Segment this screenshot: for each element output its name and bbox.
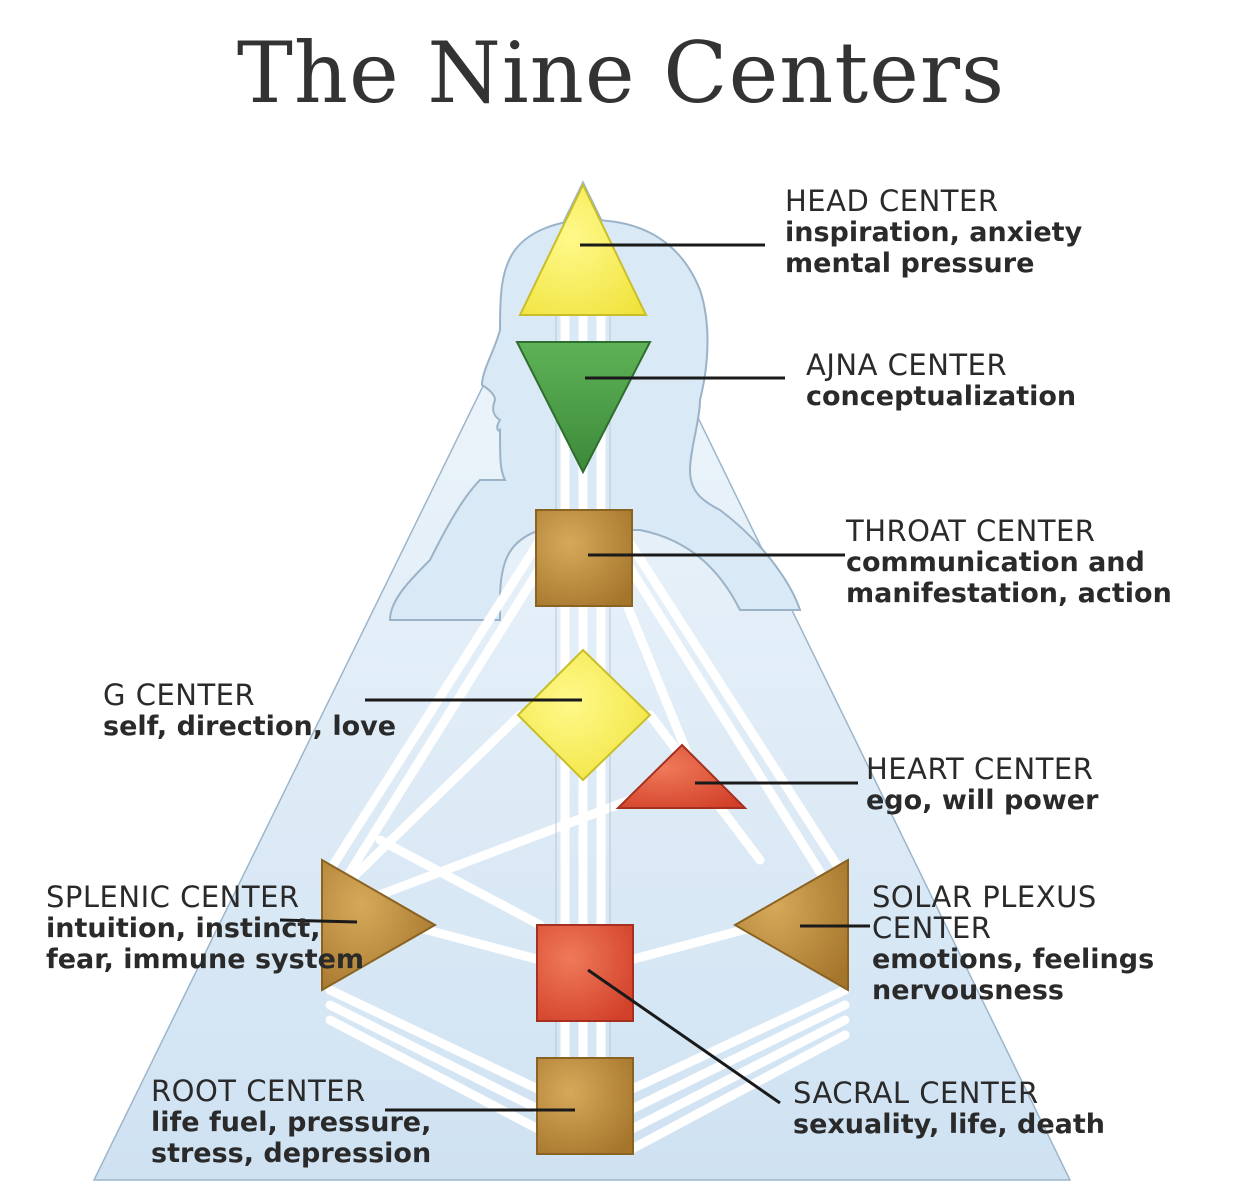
heart-center-desc-1: ego, will power	[866, 785, 1099, 816]
ajna-center-name: AJNA CENTER	[806, 348, 1008, 382]
head-center-label: HEAD CENTER inspiration, anxiety mental …	[785, 184, 1083, 280]
solar-plexus-center-desc-2: nervousness	[872, 975, 1064, 1006]
splenic-center-shape	[321, 858, 438, 992]
throat-center-desc-2: manifestation, action	[846, 578, 1172, 609]
head-center-name: HEAD CENTER	[785, 184, 999, 218]
leader-lines	[279, 243, 870, 1112]
heart-center-label: HEART CENTER ego, will power	[866, 752, 1099, 817]
sacral-center-label: SACRAL CENTER sexuality, life, death	[793, 1076, 1106, 1141]
head-center-desc-1: inspiration, anxiety	[785, 217, 1083, 248]
page-title: The Nine Centers	[236, 24, 1006, 122]
root-center-name: ROOT CENTER	[151, 1074, 366, 1108]
heart-center-name: HEART CENTER	[866, 752, 1094, 786]
g-center-label: G CENTER self, direction, love	[103, 678, 397, 743]
sacral-center-name: SACRAL CENTER	[793, 1076, 1039, 1110]
root-center-desc-1: life fuel, pressure,	[151, 1107, 432, 1138]
ajna-center-shape	[515, 341, 652, 475]
solar-plexus-center-label: SOLAR PLEXUS CENTER emotions, feelings n…	[872, 880, 1155, 1007]
root-center-shape	[536, 1057, 634, 1155]
solar-plexus-center-desc-1: emotions, feelings	[872, 944, 1155, 975]
root-center-label: ROOT CENTER life fuel, pressure, stress,…	[151, 1074, 432, 1170]
g-center-shape	[516, 648, 652, 782]
g-center-name: G CENTER	[103, 678, 256, 712]
root-center-desc-2: stress, depression	[151, 1138, 432, 1169]
g-center-desc-1: self, direction, love	[103, 711, 397, 742]
head-center-desc-2: mental pressure	[785, 248, 1035, 279]
heart-center-shape	[615, 743, 748, 809]
solar-plexus-center-name: SOLAR PLEXUS	[872, 880, 1097, 914]
sacral-center-desc-1: sexuality, life, death	[793, 1109, 1106, 1140]
throat-center-desc-1: communication and	[846, 547, 1145, 578]
solar-plexus-center-name-2: CENTER	[872, 911, 992, 945]
throat-center-shape	[535, 509, 633, 607]
head-center-shape	[518, 182, 648, 316]
splenic-center-desc-1: intuition, instinct,	[46, 913, 321, 944]
throat-center-label: THROAT CENTER communication and manifest…	[846, 514, 1172, 610]
throat-center-name: THROAT CENTER	[846, 514, 1096, 548]
ajna-center-label: AJNA CENTER conceptualization	[806, 348, 1077, 413]
ajna-center-desc-1: conceptualization	[806, 381, 1077, 412]
splenic-center-label: SPLENIC CENTER intuition, instinct, fear…	[46, 880, 365, 976]
splenic-center-name: SPLENIC CENTER	[46, 880, 300, 914]
splenic-center-desc-2: fear, immune system	[46, 944, 365, 975]
sacral-center-shape	[536, 924, 634, 1022]
